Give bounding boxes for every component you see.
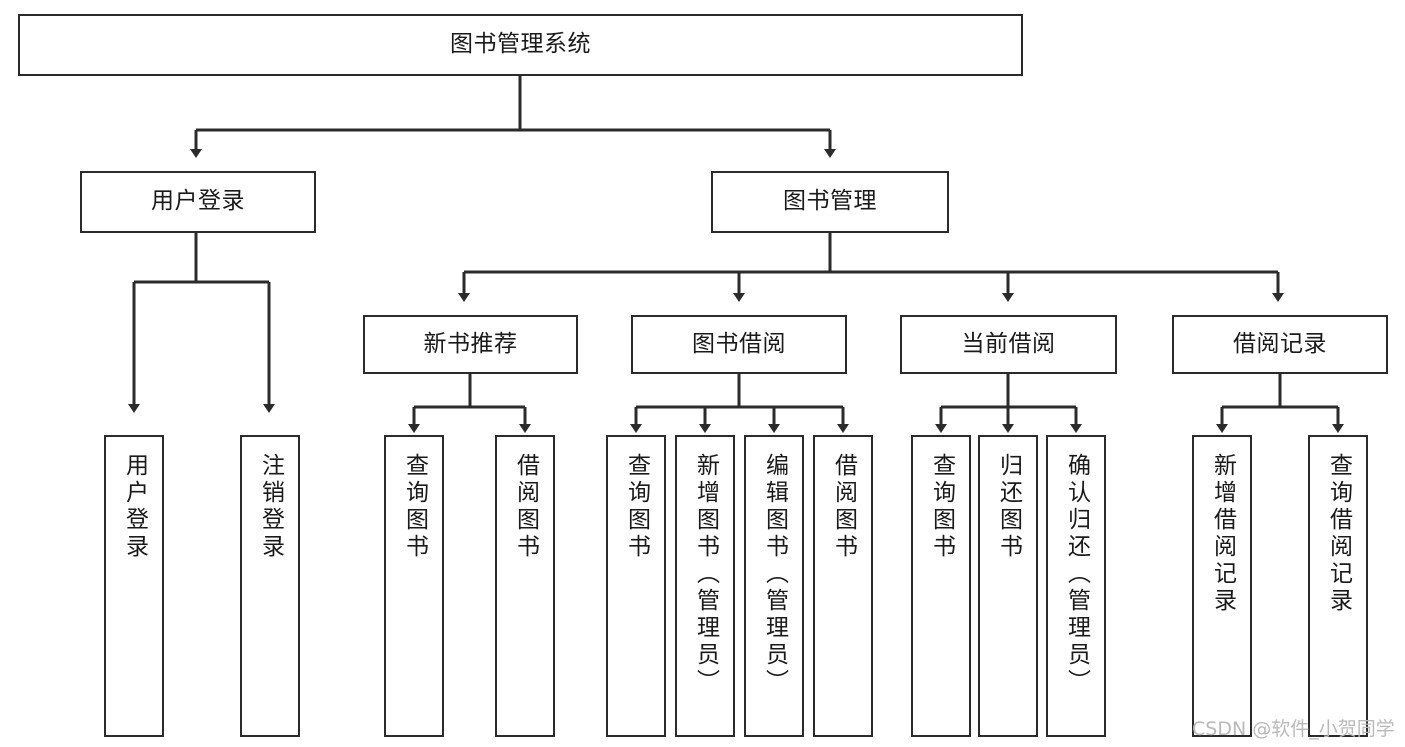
watermark-text: CSDN @软件_小贺同学 xyxy=(1192,718,1395,740)
leaf-query-borrow-record[interactable]: 查询借阅记录 xyxy=(1308,435,1368,737)
leaf-logout-login[interactable]: 注销登录 xyxy=(240,435,300,737)
node-label: 用户登录 xyxy=(121,453,148,561)
node-label: 确认归还（管理员） xyxy=(1063,453,1090,696)
node-label: 借阅图书 xyxy=(830,453,857,561)
node-borrow-record[interactable]: 借阅记录 xyxy=(1172,315,1388,374)
node-book-borrow[interactable]: 图书借阅 xyxy=(631,315,847,374)
leaf-query-book-borrow[interactable]: 查询图书 xyxy=(606,435,666,737)
node-label: 新增图书（管理员） xyxy=(692,453,719,696)
leaf-query-book-current[interactable]: 查询图书 xyxy=(911,435,971,737)
node-book-manage[interactable]: 图书管理 xyxy=(711,171,949,233)
leaf-borrow-book-recommend[interactable]: 借阅图书 xyxy=(495,435,555,737)
node-label: 注销登录 xyxy=(257,453,284,561)
node-label: 查询借阅记录 xyxy=(1325,453,1352,615)
node-root-system[interactable]: 图书管理系统 xyxy=(18,14,1023,76)
node-label: 新增借阅记录 xyxy=(1209,453,1236,615)
leaf-query-book-recommend[interactable]: 查询图书 xyxy=(384,435,444,737)
node-label: 借阅图书 xyxy=(512,453,539,561)
node-label: 当前借阅 xyxy=(961,330,1056,357)
node-label: 查询图书 xyxy=(928,453,955,561)
leaf-borrow-book-borrow[interactable]: 借阅图书 xyxy=(813,435,873,737)
leaf-return-book[interactable]: 归还图书 xyxy=(978,435,1038,737)
node-new-book-recommend[interactable]: 新书推荐 xyxy=(363,315,578,374)
leaf-edit-book-admin[interactable]: 编辑图书（管理员） xyxy=(744,435,804,737)
leaf-add-borrow-record[interactable]: 新增借阅记录 xyxy=(1192,435,1252,737)
leaf-confirm-return-admin[interactable]: 确认归还（管理员） xyxy=(1046,435,1106,737)
node-label: 用户登录 xyxy=(151,188,245,215)
node-label: 借阅记录 xyxy=(1233,330,1327,357)
node-label: 归还图书 xyxy=(995,453,1022,561)
node-label: 查询图书 xyxy=(623,453,650,561)
node-label: 查询图书 xyxy=(401,453,428,561)
node-label: 图书借阅 xyxy=(692,330,786,357)
node-label: 新书推荐 xyxy=(423,330,518,357)
node-user-login[interactable]: 用户登录 xyxy=(80,171,316,233)
leaf-user-login[interactable]: 用户登录 xyxy=(104,435,164,737)
node-label: 编辑图书（管理员） xyxy=(761,453,788,696)
node-current-borrow[interactable]: 当前借阅 xyxy=(900,315,1117,374)
node-label: 图书管理系统 xyxy=(450,31,591,58)
leaf-add-book-admin[interactable]: 新增图书（管理员） xyxy=(675,435,735,737)
node-label: 图书管理 xyxy=(783,188,877,215)
